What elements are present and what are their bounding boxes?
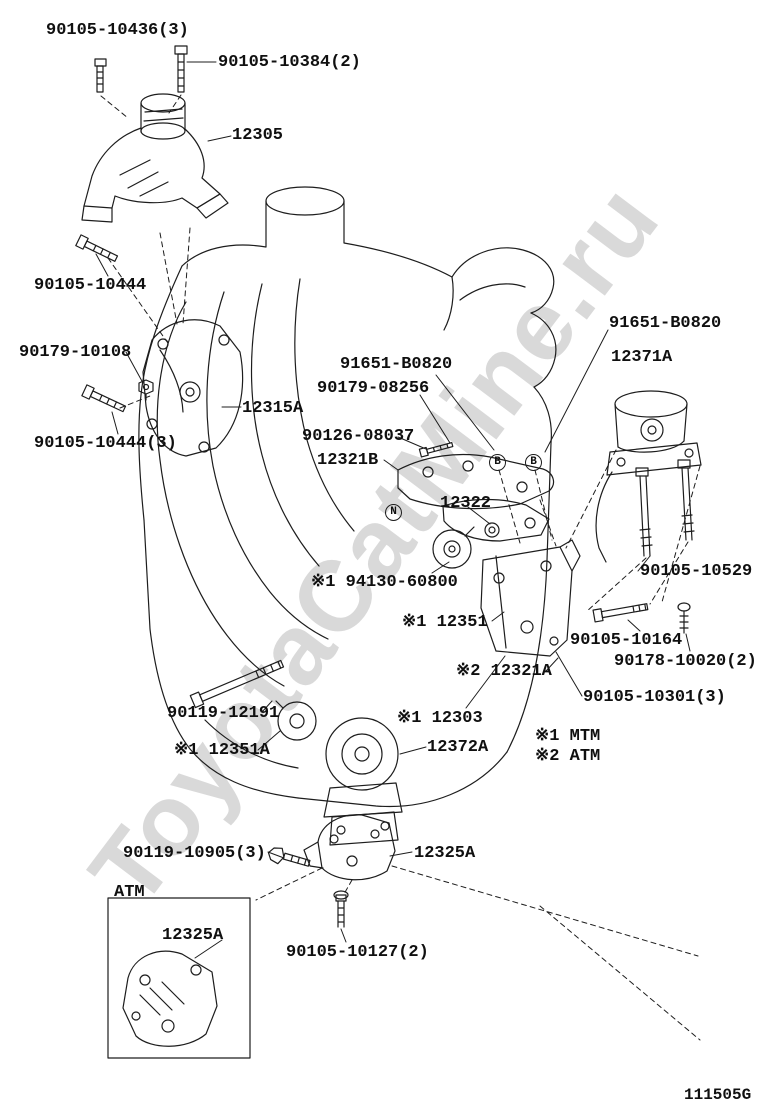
part-label-12325A-main: 12325A: [414, 844, 476, 863]
part-label-90105-10444: 90105-10444: [34, 276, 147, 295]
part-drawing-94130-60800: [432, 526, 475, 569]
bolt-marker-b-1: B: [489, 454, 506, 471]
part-label-12321A: ※2 12321A: [456, 662, 552, 681]
screw-90178-10020: [677, 602, 691, 634]
bolt-90105-10444-upper: [75, 234, 119, 262]
part-label-12372A: 12372A: [427, 738, 489, 757]
bolt-90126-08037: [418, 442, 454, 458]
part-label-90105-10384: 90105-10384(2): [218, 53, 361, 72]
part-drawing-12321B: [397, 453, 555, 510]
diagram-code: 111505G: [684, 1086, 752, 1104]
bolt-90105-10164: [592, 603, 649, 623]
bolt-90105-10444-lower: [81, 384, 127, 413]
leader-lines: [95, 61, 691, 959]
part-label-90179-10108: 90179-10108: [19, 343, 132, 362]
bolt-90105-10436: [94, 58, 107, 93]
part-label-90179-08256: 90179-08256: [317, 379, 430, 398]
part-label-90178-10020: 90178-10020(2): [614, 652, 757, 671]
part-label-12322: 12322: [440, 494, 492, 513]
part-label-12351: ※1 12351: [402, 613, 488, 632]
note-atm: ※2 ATM: [535, 747, 601, 766]
engine-outline: [138, 186, 557, 808]
part-label-90105-10301: 90105-10301(3): [583, 688, 726, 707]
part-label-90105-10444-3: 90105-10444(3): [34, 434, 177, 453]
part-drawing-12305: [81, 93, 229, 223]
atm-box-caption: ATM: [114, 883, 145, 902]
part-label-90105-10127: 90105-10127(2): [286, 943, 429, 962]
part-label-94130-60800: ※1 94130-60800: [311, 573, 458, 592]
part-drawing-12325A-main: [303, 814, 396, 881]
part-label-90105-10529: 90105-10529: [640, 562, 753, 581]
part-label-90119-12191: 90119-12191: [167, 704, 280, 723]
part-label-90105-10164: 90105-10164: [570, 631, 683, 650]
part-label-90119-10905: 90119-10905(3): [123, 844, 266, 863]
part-label-12315A: 12315A: [242, 399, 304, 418]
bolt-91651-B0820-left: [635, 467, 653, 557]
bolt-90105-10384: [174, 45, 188, 93]
bolt-90119-12191: [189, 659, 285, 709]
dashed-association-lines: [100, 94, 701, 1041]
part-label-91651-B0820-right: 91651-B0820: [609, 314, 722, 333]
nut-90179-10108: [138, 379, 154, 401]
bolt-90119-10905: [267, 847, 311, 867]
part-drawing-12315A: [142, 319, 244, 457]
part-label-12303: ※1 12303: [397, 709, 483, 728]
nut-marker-n: N: [385, 504, 402, 521]
part-label-12321B: 12321B: [317, 451, 379, 470]
note-mtm: ※1 MTM: [535, 727, 601, 746]
part-label-90105-10436: 90105-10436(3): [46, 21, 189, 40]
part-label-12325A-atm: 12325A: [162, 926, 224, 945]
part-label-12371A: 12371A: [611, 348, 673, 367]
part-label-90126-08037: 90126-08037: [302, 427, 415, 446]
part-label-12351A: ※1 12351A: [174, 741, 270, 760]
bolt-marker-b-2: B: [525, 454, 542, 471]
bolt-91651-B0820-right: [677, 459, 695, 541]
bolt-90105-10127: [333, 890, 349, 928]
part-label-91651-B0820-center: 91651-B0820: [340, 355, 453, 374]
part-drawing-12351A: [275, 700, 317, 741]
atm-inset-box: [107, 897, 251, 1059]
part-drawing-12371A: [595, 390, 702, 563]
part-drawing-12372A: [323, 717, 403, 846]
part-drawing-12351-12321A: [480, 539, 581, 657]
part-label-12305: 12305: [232, 126, 284, 145]
